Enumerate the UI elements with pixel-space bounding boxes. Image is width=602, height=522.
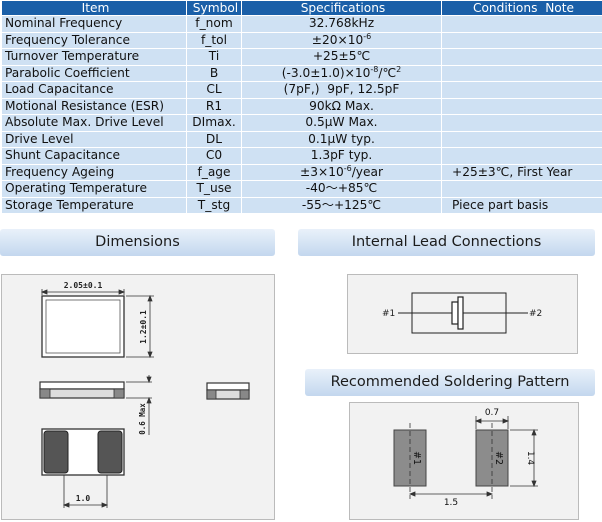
package-end-view (206, 382, 250, 400)
crystal-plate-left (451, 301, 459, 325)
symbol-cell: R1 (186, 97, 242, 115)
item-cell: Parabolic Coefficient (1, 64, 187, 82)
width-dimension (126, 294, 154, 359)
pad-2-label: #2 (493, 451, 504, 465)
length-dimension (40, 289, 126, 295)
package-side-view (39, 381, 125, 399)
symbol-cell: T_use (186, 180, 242, 198)
note-cell: +25±3℃, First Year (441, 163, 602, 181)
header-symbol: Symbol (186, 0, 242, 16)
symbol-cell: T_stg (186, 196, 242, 214)
pad-1-label: #1 (411, 451, 422, 465)
symbol-cell: DL (186, 130, 242, 148)
item-cell: Absolute Max. Drive Level (1, 114, 187, 132)
note-cell (441, 48, 602, 66)
internal-lead-header: Internal Lead Connections (298, 229, 595, 256)
spec-cell: (-3.0±1.0)×10-8/℃2 (241, 64, 442, 82)
item-cell: Motional Resistance (ESR) (1, 97, 187, 115)
item-cell: Frequency Tolerance (1, 31, 187, 49)
spec-cell: (7pF,) 9pF, 12.5pF (241, 81, 442, 99)
pitch-label: 1.5 (444, 498, 458, 508)
header-item: Item (1, 0, 187, 16)
item-cell: Turnover Temperature (1, 48, 187, 66)
pin-2-label: #2 (529, 309, 542, 319)
pad-width-dimension (474, 416, 510, 429)
symbol-cell: f_age (186, 163, 242, 181)
spec-table: Item Symbol Specifications Conditions No… (1, 0, 602, 214)
spec-cell: 32.768kHz (241, 15, 442, 33)
dimensions-header: Dimensions (0, 229, 275, 256)
pin-1-label: #1 (382, 309, 395, 319)
dimensions-drawing: 2.05±0.1 1.2±0.1 0.6 Max (1, 274, 275, 520)
height-dimension (126, 375, 152, 435)
soldering-pattern-diagram: #1 #2 0.7 1.4 1.5 (349, 402, 579, 520)
item-cell: Load Capacitance (1, 81, 187, 99)
pad-height-label: 1.4 (525, 451, 535, 466)
spec-cell: 0.5μW Max. (241, 114, 442, 132)
note-cell (441, 15, 602, 33)
symbol-cell: Ti (186, 48, 242, 66)
note-cell (441, 180, 602, 198)
symbol-cell: C0 (186, 147, 242, 165)
symbol-cell: f_tol (186, 31, 242, 49)
note-cell (441, 130, 602, 148)
note-cell (441, 64, 602, 82)
symbol-cell: CL (186, 81, 242, 99)
package-top-view (41, 295, 125, 358)
symbol-cell: B (186, 64, 242, 82)
note-cell: Piece part basis (441, 196, 602, 214)
pitch-dimension (408, 491, 494, 497)
symbol-cell: f_nom (186, 15, 242, 33)
spec-cell: 0.1μW typ. (241, 130, 442, 148)
note-cell (441, 147, 602, 165)
spec-cell: -40～+85℃ (241, 180, 442, 198)
internal-lead-svg: #1 #2 (382, 292, 542, 334)
note-cell (441, 114, 602, 132)
spec-cell: +25±5℃ (241, 48, 442, 66)
header-conditions: Conditions Note (441, 0, 602, 16)
soldering-pattern-header: Recommended Soldering Pattern (305, 369, 595, 396)
symbol-cell: DImax. (186, 114, 242, 132)
note-cell (441, 97, 602, 115)
pad-width-label: 0.7 (485, 408, 499, 418)
note-cell (441, 31, 602, 49)
crystal-plate-right (457, 296, 464, 330)
height-label: 0.6 Max (138, 403, 147, 435)
pad-height-dimension (510, 428, 538, 488)
item-cell: Storage Temperature (1, 196, 187, 214)
width-label: 1.2±0.1 (139, 310, 148, 344)
spec-cell: -55～+125℃ (241, 196, 442, 214)
item-cell: Shunt Capacitance (1, 147, 187, 165)
item-cell: Operating Temperature (1, 180, 187, 198)
pad-pitch-label: 1.0 (76, 494, 91, 503)
spec-cell: ±3×10-6/year (241, 163, 442, 181)
pad-pitch-dimension (62, 475, 109, 508)
header-specifications: Specifications (241, 0, 442, 16)
spec-cell: 90kΩ Max. (241, 97, 442, 115)
soldering-svg: #1 #2 0.7 1.4 1.5 (393, 408, 538, 508)
package-bottom-view (41, 428, 125, 476)
spec-cell: 1.3pF typ. (241, 147, 442, 165)
internal-lead-diagram: #1 #2 (347, 274, 578, 354)
spec-cell: ±20×10-6 (241, 31, 442, 49)
item-cell: Frequency Ageing (1, 163, 187, 181)
table-header-row: Item Symbol Specifications Conditions No… (1, 0, 602, 16)
item-cell: Drive Level (1, 130, 187, 148)
dimensions-svg: 2.05±0.1 1.2±0.1 0.6 Max (39, 281, 250, 508)
length-label: 2.05±0.1 (64, 281, 103, 290)
note-cell (441, 81, 602, 99)
item-cell: Nominal Frequency (1, 15, 187, 33)
